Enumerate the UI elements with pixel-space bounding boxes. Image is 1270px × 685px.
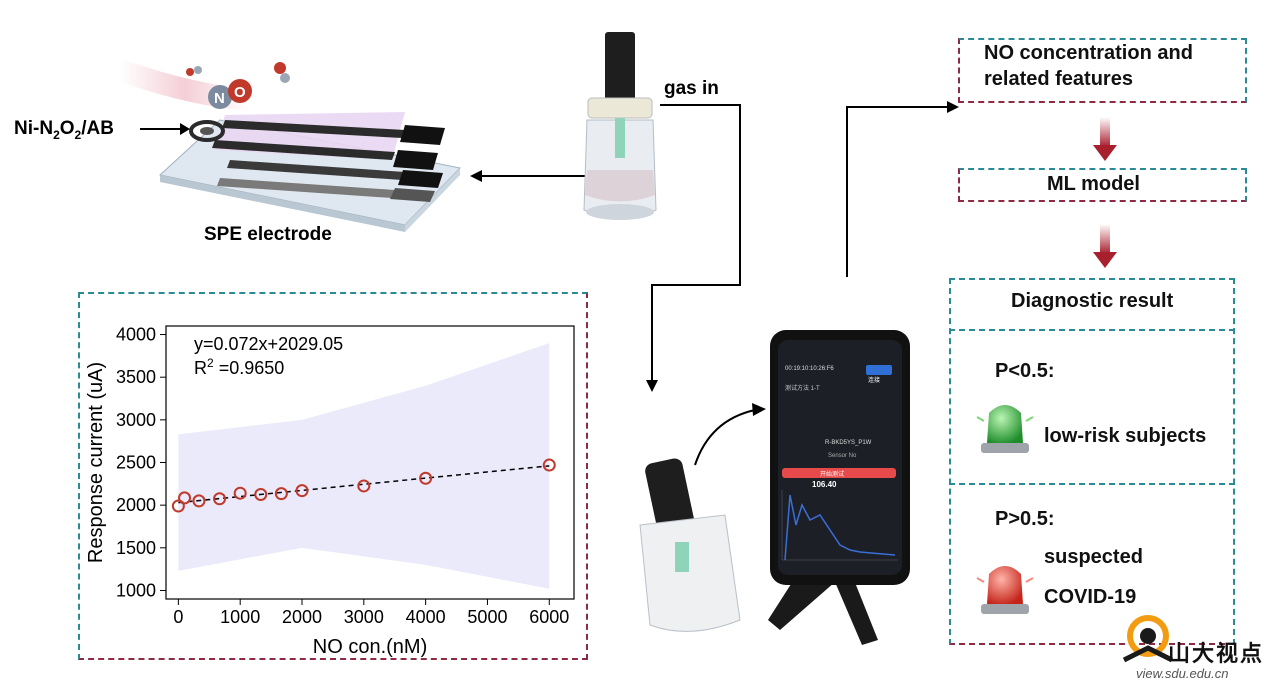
data-point	[171, 499, 185, 513]
x-axis-label: NO con.(nM)	[313, 636, 427, 658]
x-tick-label: 1000	[220, 607, 260, 627]
flow-arrow-1	[1093, 117, 1117, 161]
flow-step-features: NO concentration and related features	[984, 42, 1193, 90]
data-point	[419, 471, 433, 485]
fit-line	[178, 465, 550, 504]
electrode-trace-4	[217, 178, 395, 198]
data-point	[233, 486, 247, 500]
contact-pad-4	[390, 188, 435, 202]
diagnostic-divider-1	[949, 329, 1235, 331]
phone-connect-button[interactable]: 连接	[868, 378, 881, 384]
phone-device-text: R-BKD5YS_P1W	[825, 440, 872, 446]
flow-box-features	[958, 38, 1247, 103]
phone-sample-field[interactable]: Sensor No	[828, 453, 857, 459]
high-risk-label-line1: suspected	[1044, 546, 1143, 568]
phone-header-text: 00:19:10:10:26:F6	[785, 366, 834, 372]
chart-panel	[78, 292, 588, 660]
electrode-trace-3	[227, 160, 405, 180]
y-tick-label: 4000	[116, 325, 156, 345]
gas-in-label: gas in	[664, 78, 719, 99]
fit-equation: y=0.072x+2029.05	[194, 334, 343, 354]
electrode-trace-2	[212, 140, 395, 160]
flow-step-diagnostic: Diagnostic result	[1011, 290, 1174, 312]
confidence-band	[178, 343, 550, 589]
phone-setup-illustration	[639, 330, 910, 645]
phone-method-text: 测试方法 1-T	[785, 386, 820, 392]
y-tick-label: 1500	[116, 538, 156, 558]
data-point	[178, 491, 192, 505]
y-axis-label: Response current (uA)	[85, 362, 107, 563]
phone-screen	[778, 340, 902, 575]
x-tick-label: 5000	[467, 607, 507, 627]
molecule-o-label: O	[234, 84, 246, 101]
working-electrode	[189, 120, 225, 142]
high-risk-condition: P>0.5:	[995, 508, 1055, 530]
y-tick-label: 3000	[116, 410, 156, 430]
data-point	[254, 487, 268, 501]
electrode-trace-1	[222, 120, 405, 138]
flow-step-ml-model: ML model	[1047, 173, 1140, 195]
r-squared-label: R2 =0.9650	[194, 356, 284, 378]
contact-pad-1	[400, 125, 445, 145]
y-tick-label: 2000	[116, 495, 156, 515]
sensor-stick	[605, 32, 635, 110]
spe-electrode-illustration: N O	[109, 59, 461, 232]
bottle-to-phone-arrow	[694, 409, 756, 466]
data-point	[542, 458, 556, 472]
flow-box-diagnostic	[949, 278, 1235, 645]
gas-in-line	[660, 104, 741, 280]
data-point	[213, 492, 227, 506]
y-tick-label: 1000	[116, 580, 156, 600]
low-risk-condition: P<0.5:	[995, 360, 1055, 382]
watermark-url: view.sdu.edu.cn	[1136, 666, 1229, 681]
device-bottle	[639, 514, 741, 632]
flow-arrow-2	[1093, 224, 1117, 268]
x-tick-label: 4000	[406, 607, 446, 627]
data-point	[357, 479, 371, 493]
material-label: Ni-N2O2/AB	[14, 118, 114, 142]
red-alarm-icon	[976, 566, 1034, 614]
flow-box-ml	[958, 168, 1247, 202]
x-tick-label: 3000	[344, 607, 384, 627]
gas-path-connector	[646, 280, 741, 392]
data-point	[274, 487, 288, 501]
phone-reading: 106.40	[812, 480, 837, 489]
molecule-small-1	[186, 68, 194, 76]
data-point	[295, 484, 309, 498]
watermark-logo	[1122, 615, 1174, 663]
green-alarm-icon	[976, 405, 1034, 453]
phone-to-flowchart-connector	[846, 101, 959, 277]
no-molecule-n	[208, 85, 232, 109]
gas-cell-illustration	[470, 32, 741, 280]
no-molecule-o	[228, 79, 252, 103]
high-risk-label-line2: COVID-19	[1044, 586, 1137, 608]
calibration-chart: 0 1000 2000 3000 4000 5000 6000 1000 1500 2000 250…	[85, 325, 575, 658]
phone-graph-line	[784, 494, 896, 561]
watermark-cn: 山大视点	[1168, 642, 1265, 667]
diagnostic-divider-2	[949, 483, 1235, 485]
y-tick-label: 3500	[116, 367, 156, 387]
contact-pad-2	[393, 150, 438, 170]
molecule-small-2	[274, 62, 286, 74]
spe-electrode-label: SPE electrode	[204, 224, 332, 245]
x-tick-label: 2000	[282, 607, 322, 627]
x-tick-label: 6000	[529, 607, 569, 627]
y-tick-label: 2500	[116, 453, 156, 473]
contact-pad-3	[398, 170, 443, 188]
phone-start-button[interactable]: 开始测试	[820, 472, 845, 478]
phone-stand	[768, 570, 878, 645]
low-risk-label: low-risk subjects	[1044, 425, 1207, 447]
molecule-n-label: N	[214, 90, 225, 107]
x-tick-label: 0	[173, 607, 183, 627]
data-point	[192, 494, 206, 508]
